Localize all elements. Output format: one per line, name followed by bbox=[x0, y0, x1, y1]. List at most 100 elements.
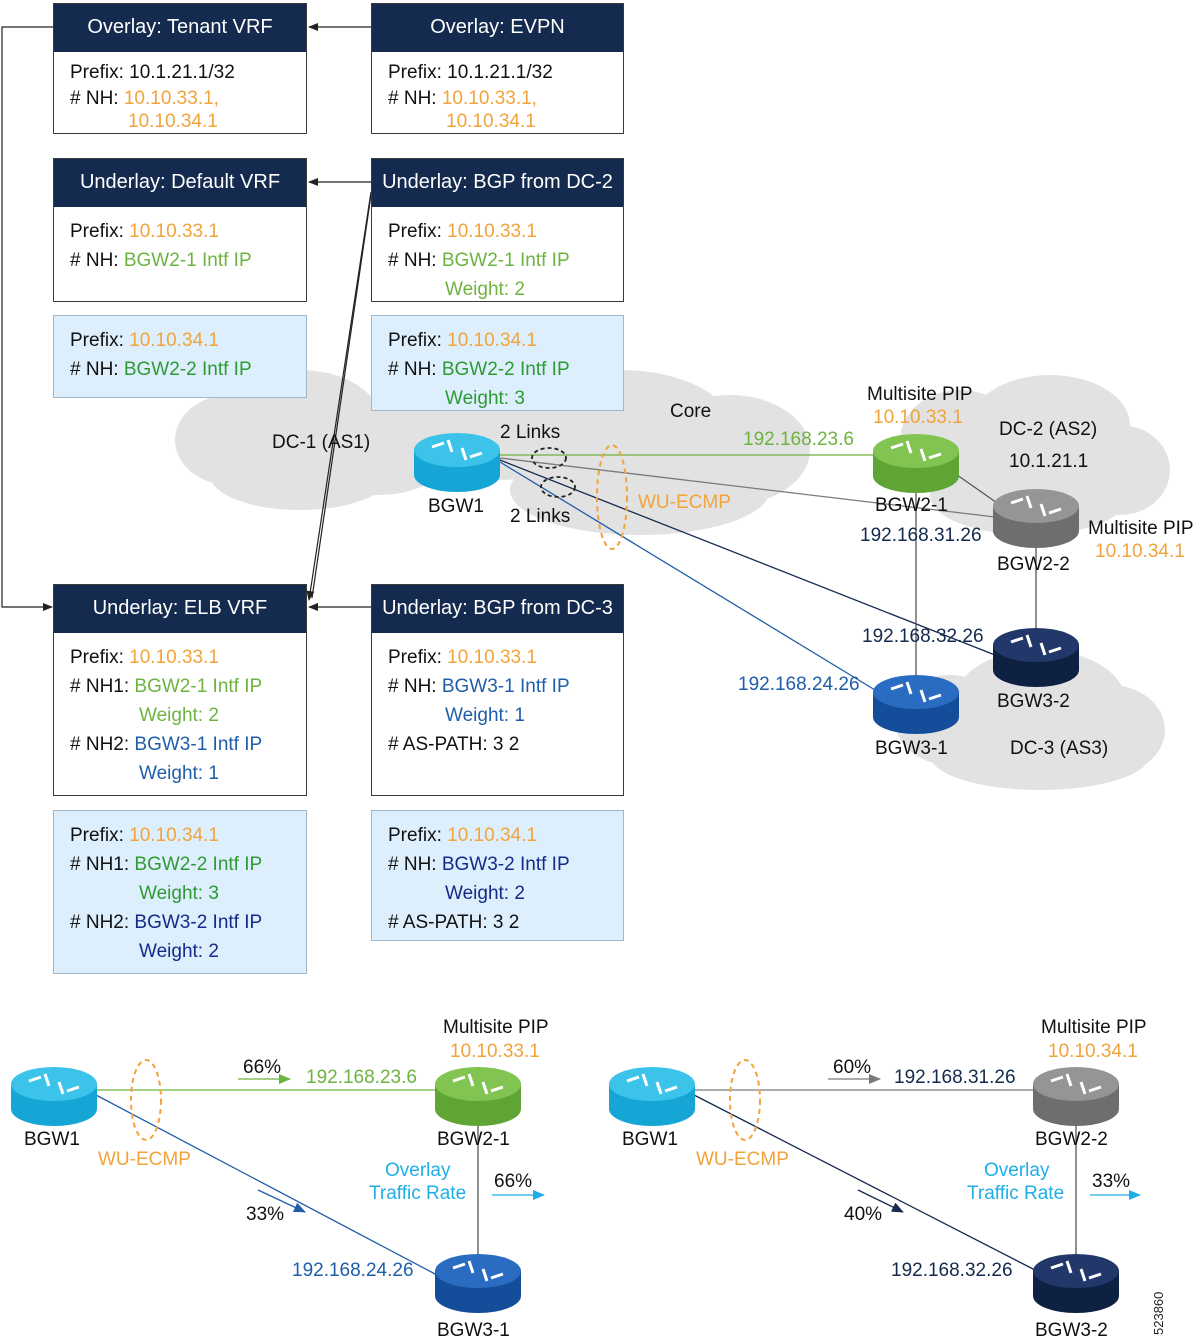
default-a-nh: BGW2-1 Intf IP bbox=[123, 250, 252, 271]
line-dc1-to-elb bbox=[311, 194, 372, 599]
router-bgw3-2-icon bbox=[993, 628, 1079, 687]
dc3-a-nh-label: # NH: bbox=[388, 676, 437, 697]
elb-b-nh1-label: # NH1: bbox=[70, 854, 130, 875]
router-bgw3-1-icon bbox=[873, 675, 959, 734]
br-label-bgw-top: BGW2-2 bbox=[1035, 1129, 1108, 1150]
dc2-b-prefix-label: Prefix: bbox=[388, 330, 442, 351]
dc3-a-prefix: 10.10.33.1 bbox=[447, 647, 537, 668]
default-b-prefix-label: Prefix: bbox=[70, 330, 124, 351]
table-bgp-dc2-title: Underlay: BGP from DC-2 bbox=[372, 159, 623, 207]
wu-ecmp-ellipse bbox=[596, 444, 628, 550]
dc3-a-prefix-label: Prefix: bbox=[388, 647, 442, 668]
elb-b-nh1: BGW2-2 Intf IP bbox=[134, 854, 263, 875]
tenant-nh-label: # NH: bbox=[70, 88, 119, 109]
table-tenant-vrf: Overlay: Tenant VRF Prefix: 10.1.21.1/32… bbox=[53, 3, 307, 134]
br-link-bottom bbox=[693, 1094, 1036, 1271]
br-label-bottom-pct: 40% bbox=[844, 1204, 882, 1225]
default-a-prefix-label: Prefix: bbox=[70, 221, 124, 242]
elb-a-w1: Weight: 2 bbox=[139, 705, 219, 726]
arrow-bgp-dc2-to-elb bbox=[306, 191, 372, 601]
br-label-pip: Multisite PIP bbox=[1041, 1017, 1147, 1038]
br-label-bgw-bottom: BGW3-2 bbox=[1035, 1320, 1108, 1341]
br-label-top-pct: 60% bbox=[833, 1057, 871, 1078]
bl-label-top-pct: 66% bbox=[243, 1057, 281, 1078]
bl-label-bgw-bottom: BGW3-1 bbox=[437, 1320, 510, 1341]
label-dc2-prefix: 10.1.21.1 bbox=[1009, 451, 1088, 472]
router-bgw1-icon bbox=[414, 433, 500, 492]
connector-tenant-to-elb bbox=[1, 26, 54, 611]
tenant-prefix-label: Prefix: bbox=[70, 62, 124, 83]
label-dc1: DC-1 (AS1) bbox=[272, 432, 370, 453]
label-bgw3-1: BGW3-1 bbox=[875, 738, 948, 759]
label-wu-ecmp-top: WU-ECMP bbox=[638, 492, 731, 513]
bl-label-overlay-pct: 66% bbox=[494, 1171, 532, 1192]
default-b-nh: BGW2-2 Intf IP bbox=[123, 359, 252, 380]
br-wu-ecmp-ellipse bbox=[729, 1059, 761, 1141]
table-bgp-dc3-b: Prefix: 10.10.34.1 # NH: BGW3-2 Intf IP … bbox=[371, 810, 624, 941]
elb-a-prefix-label: Prefix: bbox=[70, 647, 124, 668]
br-label-overlay-pct: 33% bbox=[1092, 1171, 1130, 1192]
elb-a-nh2: BGW3-1 Intf IP bbox=[134, 734, 263, 755]
dc2-a-prefix-label: Prefix: bbox=[388, 221, 442, 242]
table-bgp-dc3: Underlay: BGP from DC-3 Prefix: 10.10.33… bbox=[371, 584, 624, 796]
link-bgw1-bgw3-1 bbox=[499, 461, 876, 691]
bl-label-overlay2: Traffic Rate bbox=[369, 1183, 466, 1204]
table-bgp-dc3-title: Underlay: BGP from DC-3 bbox=[372, 585, 623, 633]
table-default-vrf: Underlay: Default VRF Prefix: 10.10.33.1… bbox=[53, 158, 307, 302]
br-arrow-bottom bbox=[857, 1189, 904, 1213]
label-ip-31-26: 192.168.31.26 bbox=[860, 525, 982, 546]
elb-b-prefix: 10.10.34.1 bbox=[129, 825, 219, 846]
table-evpn: Overlay: EVPN Prefix: 10.1.21.1/32 # NH:… bbox=[371, 3, 624, 134]
evpn-nh2: 10.10.34.1 bbox=[446, 111, 536, 132]
table-default-vrf-b: Prefix: 10.10.34.1 # NH: BGW2-2 Intf IP bbox=[53, 315, 307, 398]
br-router-bgw2-2-icon bbox=[1033, 1067, 1119, 1126]
table-elb-vrf-b: Prefix: 10.10.34.1 # NH1: BGW2-2 Intf IP… bbox=[53, 810, 307, 974]
dc2-a-prefix: 10.10.33.1 bbox=[447, 221, 537, 242]
evpn-nh-label: # NH: bbox=[388, 88, 437, 109]
table-elb-vrf-title: Underlay: ELB VRF bbox=[54, 585, 306, 633]
label-bgw2-1: BGW2-1 bbox=[875, 495, 948, 516]
dc2-a-nh: BGW2-1 Intf IP bbox=[441, 250, 570, 271]
dc2-b-prefix: 10.10.34.1 bbox=[447, 330, 537, 351]
label-pip2: Multisite PIP bbox=[1088, 518, 1194, 539]
elb-a-nh1-label: # NH1: bbox=[70, 676, 130, 697]
router-bgw2-2-icon bbox=[993, 489, 1079, 548]
label-dc3: DC-3 (AS3) bbox=[1010, 738, 1108, 759]
br-router-bgw1-icon bbox=[609, 1067, 695, 1126]
label-pip2-ip: 10.10.34.1 bbox=[1095, 541, 1185, 562]
label-links-top: 2 Links bbox=[500, 422, 560, 443]
label-ip-32-26: 192.168.32.26 bbox=[862, 626, 984, 647]
evpn-prefix-label: Prefix: bbox=[388, 62, 442, 83]
label-ip-23-6: 192.168.23.6 bbox=[743, 429, 854, 450]
table-tenant-vrf-title: Overlay: Tenant VRF bbox=[54, 4, 306, 52]
bl-label-bottom-pct: 33% bbox=[246, 1204, 284, 1225]
dc3-b-prefix: 10.10.34.1 bbox=[447, 825, 537, 846]
br-label-bgw1: BGW1 bbox=[622, 1129, 678, 1150]
bl-label-overlay1: Overlay bbox=[385, 1160, 451, 1181]
bl-label-bgw1: BGW1 bbox=[24, 1129, 80, 1150]
table-bgp-dc2-b: Prefix: 10.10.34.1 # NH: BGW2-2 Intf IP … bbox=[371, 315, 624, 411]
dc3-b-nh-label: # NH: bbox=[388, 854, 437, 875]
label-dc2: DC-2 (AS2) bbox=[999, 419, 1097, 440]
bl-arrow-bottom bbox=[257, 1189, 306, 1213]
dc3-a-weight: Weight: 1 bbox=[445, 705, 525, 726]
bl-label-bgw-top: BGW2-1 bbox=[437, 1129, 510, 1150]
dc3-b-prefix-label: Prefix: bbox=[388, 825, 442, 846]
elb-b-w2: Weight: 2 bbox=[139, 941, 219, 962]
bl-label-pip: Multisite PIP bbox=[443, 1017, 549, 1038]
bl-label-wu-ecmp: WU-ECMP bbox=[98, 1149, 191, 1170]
bl-router-bgw3-1-icon bbox=[435, 1254, 521, 1313]
evpn-prefix: 10.1.21.1/32 bbox=[447, 62, 553, 83]
bl-label-top-ip: 192.168.23.6 bbox=[306, 1067, 417, 1088]
table-bgp-dc2: Underlay: BGP from DC-2 Prefix: 10.10.33… bbox=[371, 158, 624, 302]
elb-a-prefix: 10.10.33.1 bbox=[129, 647, 219, 668]
dc3-a-nh: BGW3-1 Intf IP bbox=[441, 676, 570, 697]
br-label-overlay1: Overlay bbox=[984, 1160, 1050, 1181]
dc3-b-nh: BGW3-2 Intf IP bbox=[441, 854, 570, 875]
link-bgw1-bgw2-2 bbox=[499, 457, 996, 518]
dc3-b-weight: Weight: 2 bbox=[445, 883, 525, 904]
elb-b-nh2: BGW3-2 Intf IP bbox=[134, 912, 263, 933]
dc3-b-aspath: # AS-PATH: 3 2 bbox=[388, 912, 520, 933]
bl-wu-ecmp-ellipse bbox=[130, 1059, 162, 1141]
